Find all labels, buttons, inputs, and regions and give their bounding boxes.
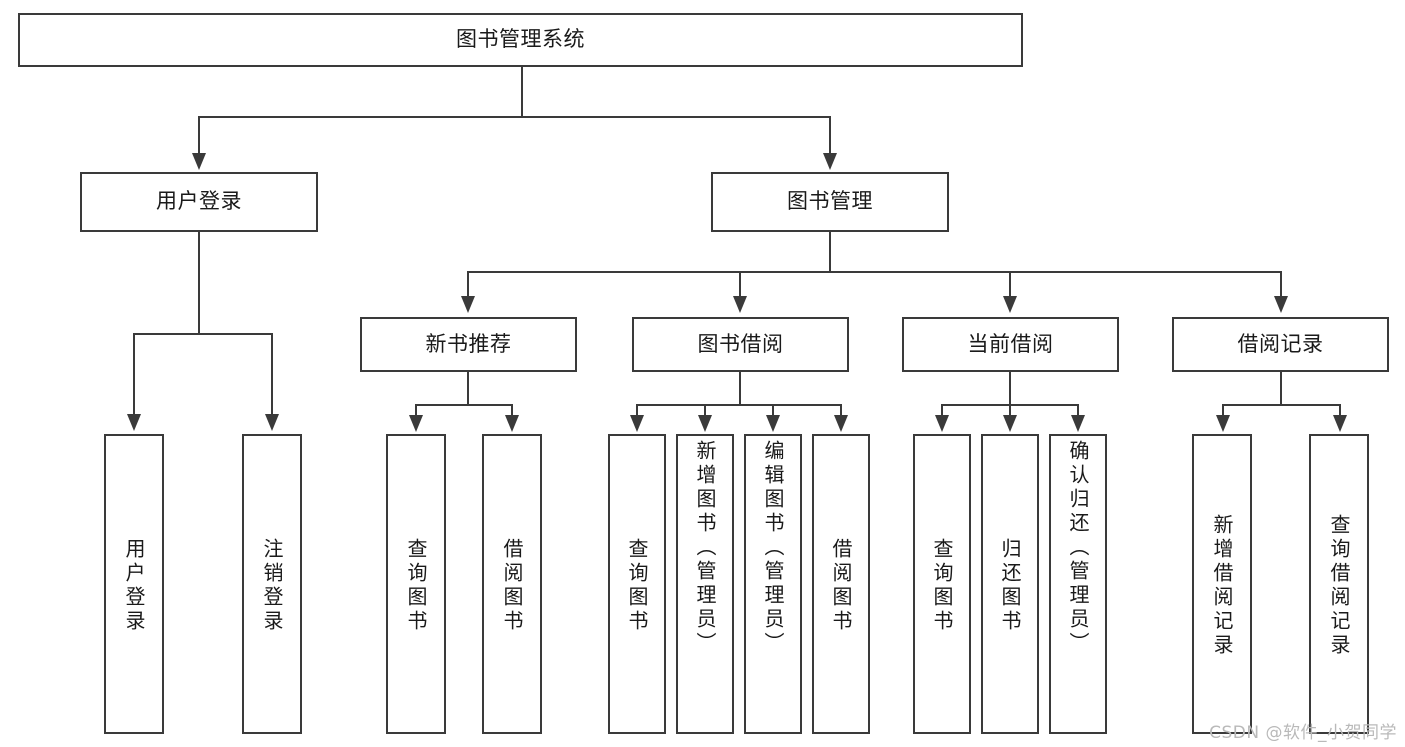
node-label: 借阅图书 [500, 538, 524, 634]
connector-new-book-drop-2 [511, 404, 513, 416]
arrowhead-borrow-leaf-4 [834, 415, 848, 432]
leaf-new-book-borrow[interactable]: 借阅图书 [482, 434, 542, 734]
connector-root-bus [198, 116, 831, 118]
node-current-borrow[interactable]: 当前借阅 [902, 317, 1119, 372]
node-label: 查询借阅记录 [1327, 514, 1351, 658]
arrowhead-new-book-leaf-1 [409, 415, 423, 432]
node-label: 查询图书 [625, 538, 649, 634]
connector-root-drop-right [829, 116, 831, 154]
arrowhead-to-records [1274, 296, 1288, 313]
arrowhead-records-leaf-2 [1333, 415, 1347, 432]
node-label: 查询图书 [930, 538, 954, 634]
arrowhead-current-leaf-2 [1003, 415, 1017, 432]
arrowhead-to-book-mgmt [823, 153, 837, 170]
connector-level3-drop-2 [739, 271, 741, 297]
arrowhead-user-login-leaf-2 [265, 414, 279, 431]
arrowhead-current-leaf-1 [935, 415, 949, 432]
connector-level3-drop-1 [467, 271, 469, 297]
arrowhead-records-leaf-1 [1216, 415, 1230, 432]
node-label: 新增借阅记录 [1210, 514, 1234, 658]
connector-new-book-bus [415, 404, 512, 406]
node-borrow-records[interactable]: 借阅记录 [1172, 317, 1389, 372]
node-label: 用户登录 [122, 538, 146, 634]
connector-root-stem [521, 67, 523, 117]
node-label: 图书管理 [787, 189, 873, 214]
connector-new-book-stem [467, 372, 469, 405]
node-label: 借阅记录 [1237, 331, 1324, 356]
leaf-new-book-query[interactable]: 查询图书 [386, 434, 446, 734]
leaf-borrow-add-book-admin[interactable]: 新增图书（管理员） [676, 434, 734, 734]
leaf-borrow-borrow-book[interactable]: 借阅图书 [812, 434, 870, 734]
node-label: 确认归还（管理员） [1066, 440, 1090, 656]
watermark: CSDN @软件_小贺同学 [1209, 723, 1397, 743]
connector-records-drop-2 [1339, 404, 1341, 416]
connector-current-drop-1 [941, 404, 943, 416]
arrowhead-borrow-leaf-3 [766, 415, 780, 432]
node-user-login[interactable]: 用户登录 [80, 172, 318, 232]
arrowhead-user-login-leaf-1 [127, 414, 141, 431]
connector-level3-drop-3 [1009, 271, 1011, 297]
connector-borrow-drop-3 [772, 404, 774, 416]
leaf-current-confirm-return-admin[interactable]: 确认归还（管理员） [1049, 434, 1107, 734]
arrowhead-borrow-leaf-1 [630, 415, 644, 432]
arrowhead-to-new-book [461, 296, 475, 313]
node-book-management[interactable]: 图书管理 [711, 172, 949, 232]
node-label: 图书借阅 [697, 331, 784, 356]
node-label: 借阅图书 [829, 538, 853, 634]
connector-user-login-drop-2 [271, 333, 273, 415]
connector-level3-drop-4 [1280, 271, 1282, 297]
node-label: 用户登录 [156, 189, 242, 214]
node-label: 编辑图书（管理员） [761, 440, 785, 656]
connector-level3-bus [467, 271, 1281, 273]
connector-current-drop-3 [1077, 404, 1079, 416]
connector-book-mgmt-stem [829, 232, 831, 272]
leaf-logout[interactable]: 注销登录 [242, 434, 302, 734]
arrowhead-to-borrow [733, 296, 747, 313]
arrowhead-borrow-leaf-2 [698, 415, 712, 432]
leaf-borrow-query-book[interactable]: 查询图书 [608, 434, 666, 734]
connector-records-drop-1 [1222, 404, 1224, 416]
node-label: 归还图书 [998, 538, 1022, 634]
connector-new-book-drop-1 [415, 404, 417, 416]
node-label: 新书推荐 [425, 331, 512, 356]
node-label: 当前借阅 [967, 331, 1054, 356]
node-book-borrow[interactable]: 图书借阅 [632, 317, 849, 372]
connector-user-login-bus [133, 333, 272, 335]
node-label: 图书管理系统 [456, 27, 585, 52]
leaf-user-login[interactable]: 用户登录 [104, 434, 164, 734]
arrowhead-new-book-leaf-2 [505, 415, 519, 432]
connector-root-drop-left [198, 116, 200, 154]
connector-borrow-drop-1 [636, 404, 638, 416]
connector-current-stem [1009, 372, 1011, 405]
connector-borrow-stem [739, 372, 741, 405]
node-root-system[interactable]: 图书管理系统 [18, 13, 1023, 67]
arrowhead-to-current [1003, 296, 1017, 313]
connector-records-stem [1280, 372, 1282, 405]
leaf-current-return-book[interactable]: 归还图书 [981, 434, 1039, 734]
connector-current-drop-2 [1009, 404, 1011, 416]
arrowhead-current-leaf-3 [1071, 415, 1085, 432]
leaf-records-add-record[interactable]: 新增借阅记录 [1192, 434, 1252, 734]
leaf-borrow-edit-book-admin[interactable]: 编辑图书（管理员） [744, 434, 802, 734]
connector-user-login-stem [198, 232, 200, 334]
connector-user-login-drop-1 [133, 333, 135, 415]
node-label: 新增图书（管理员） [693, 440, 717, 656]
arrowhead-to-user-login [192, 153, 206, 170]
node-label: 注销登录 [260, 538, 284, 634]
connector-borrow-drop-2 [704, 404, 706, 416]
leaf-current-query-book[interactable]: 查询图书 [913, 434, 971, 734]
connector-borrow-bus [636, 404, 841, 406]
connector-borrow-drop-4 [840, 404, 842, 416]
connector-records-bus [1222, 404, 1340, 406]
node-label: 查询图书 [404, 538, 428, 634]
leaf-records-query-record[interactable]: 查询借阅记录 [1309, 434, 1369, 734]
node-new-book-recommend[interactable]: 新书推荐 [360, 317, 577, 372]
